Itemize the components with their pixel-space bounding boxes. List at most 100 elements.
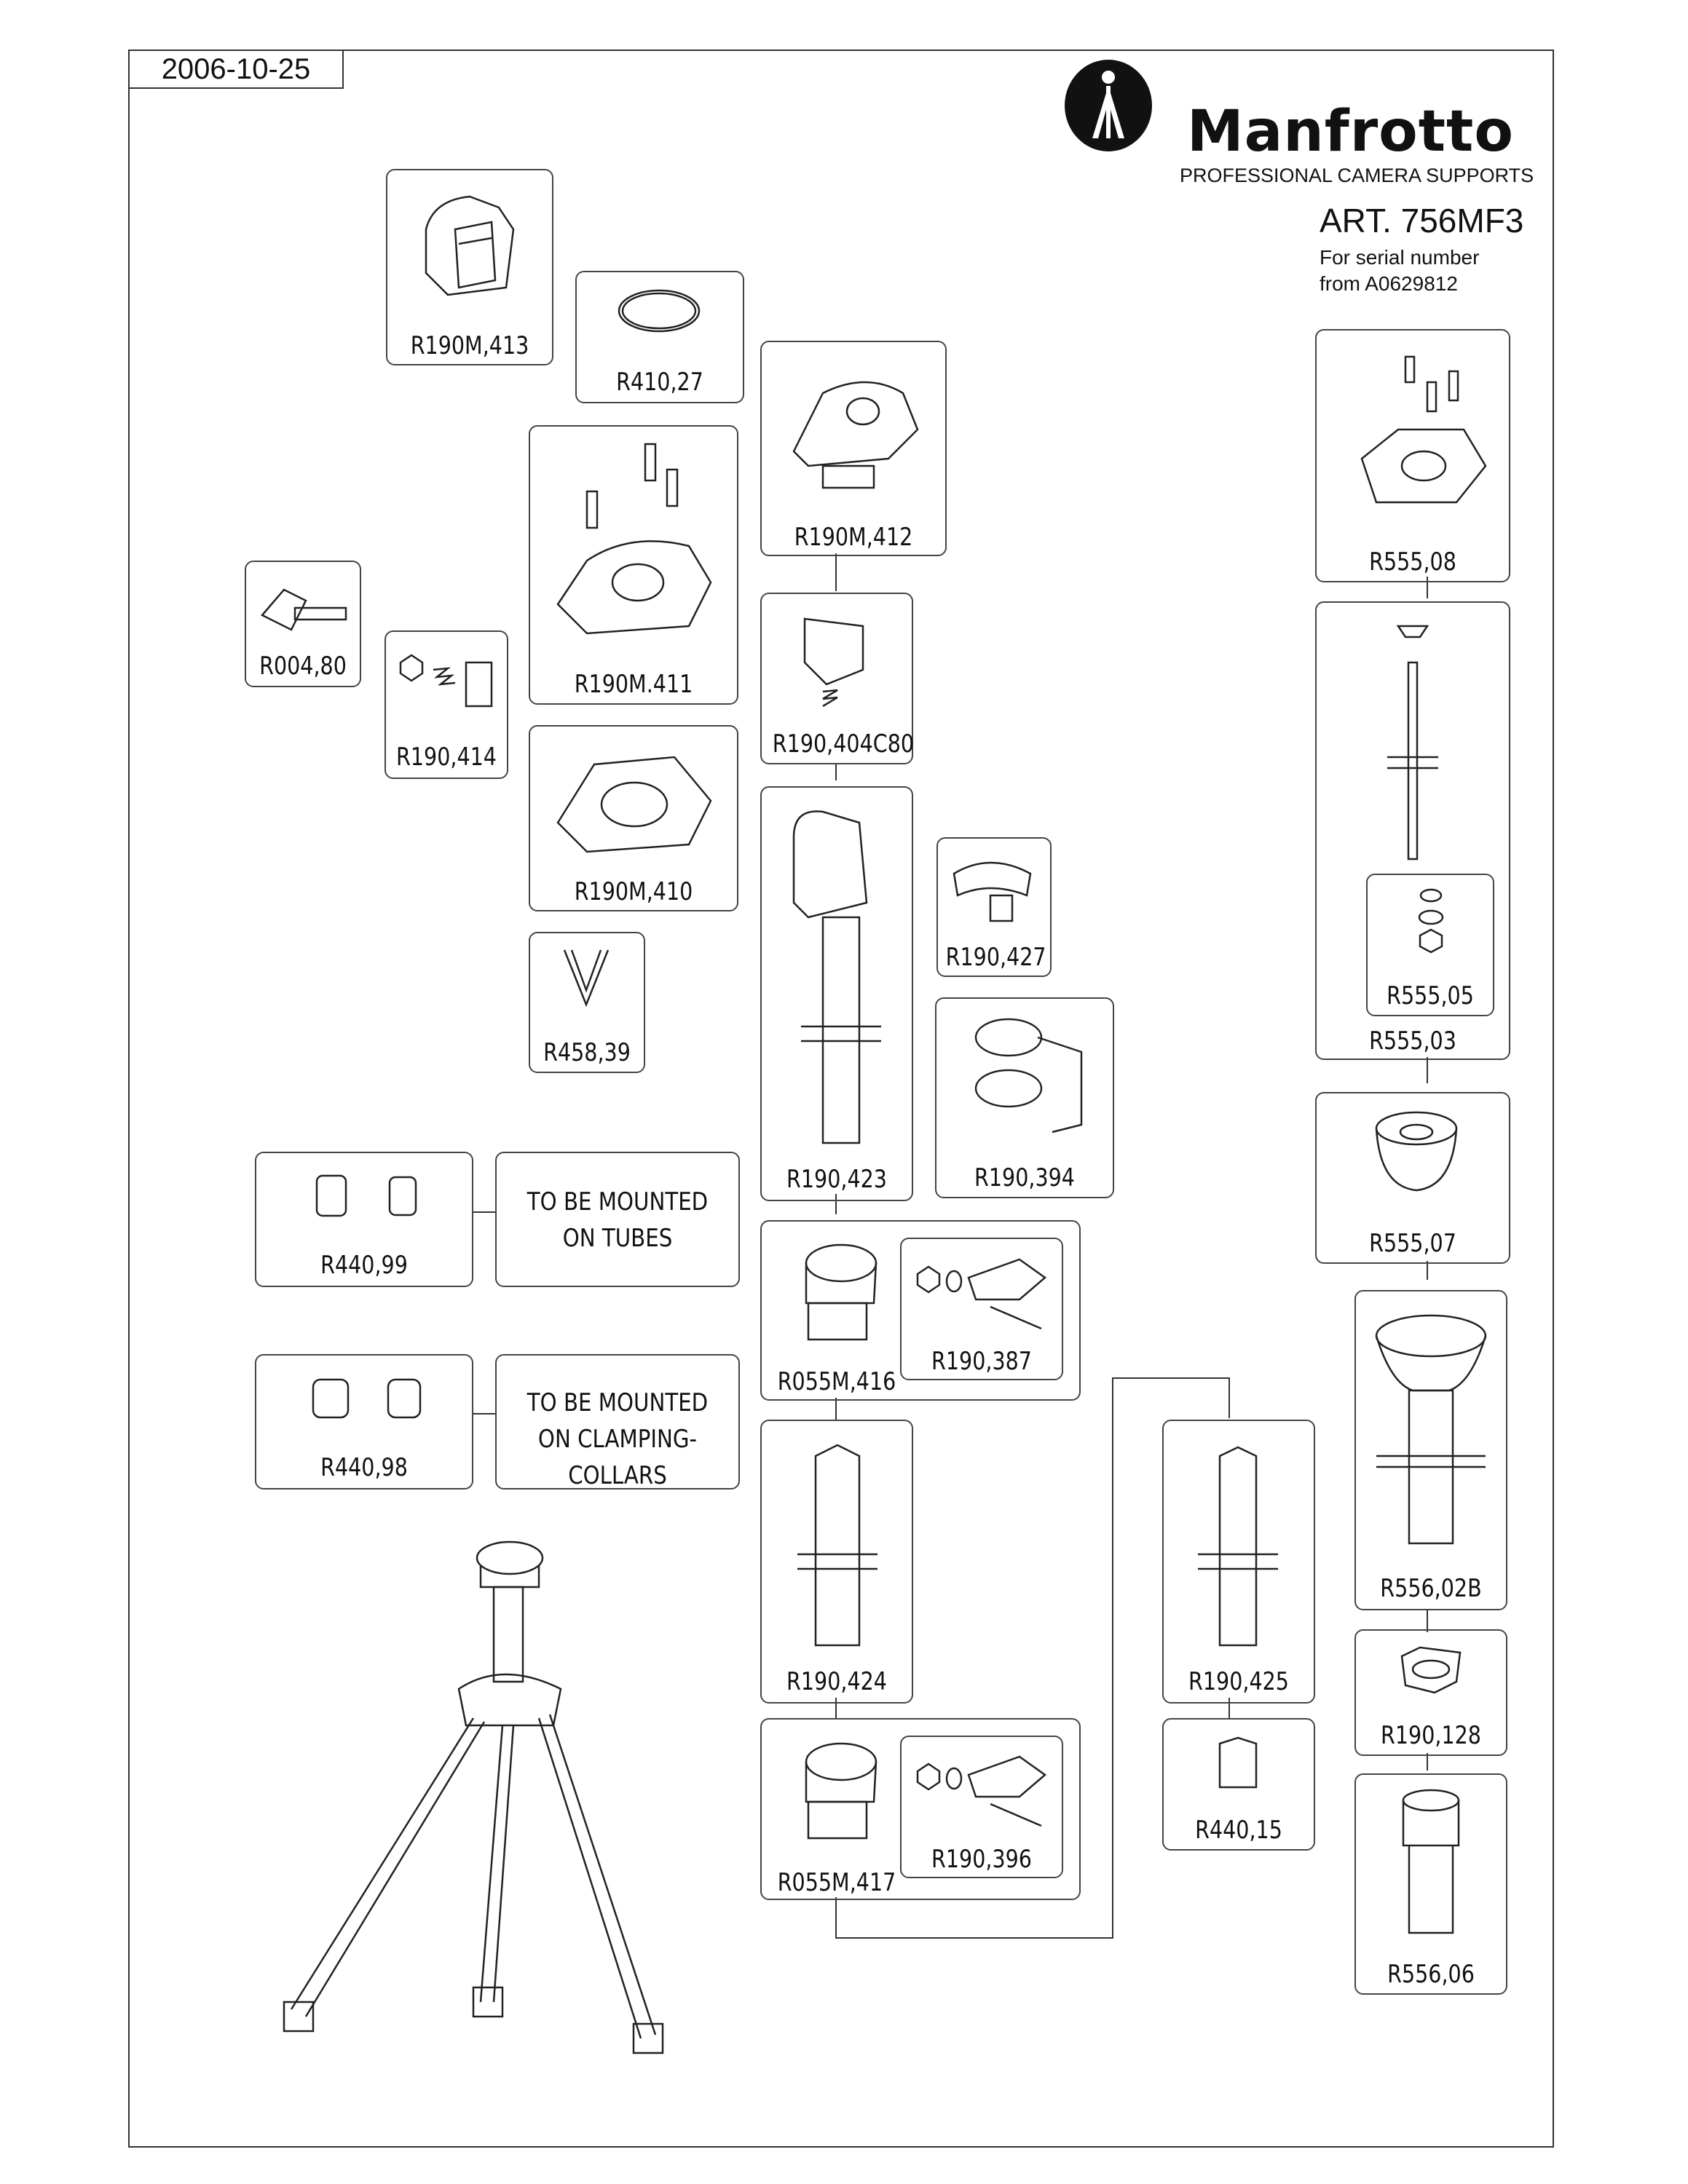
part-box-r190-424 bbox=[760, 1420, 913, 1704]
o-ring-icon bbox=[618, 289, 701, 333]
housing-part-icon bbox=[425, 195, 515, 296]
part-label-r190m412: R190M,412 bbox=[794, 523, 913, 552]
note-collars-line1: TO BE MOUNTED bbox=[526, 1388, 709, 1417]
part-label-r458-39: R458,39 bbox=[543, 1038, 631, 1067]
part-label-r555-03: R555,03 bbox=[1369, 1026, 1456, 1056]
clamp-bracket-icon bbox=[974, 1018, 1083, 1133]
part-label-r190-414: R190,414 bbox=[396, 743, 497, 772]
part-label-r190-404c80: R190,404C80 bbox=[772, 729, 915, 759]
part-label-r440-15: R440,15 bbox=[1195, 1816, 1282, 1845]
part-label-r190-425: R190,425 bbox=[1188, 1667, 1289, 1696]
pan-spindle-icon bbox=[1387, 625, 1438, 860]
part-label-r190-424: R190,424 bbox=[786, 1667, 887, 1696]
brand-tagline: PROFESSIONAL CAMERA SUPPORTS bbox=[1180, 165, 1534, 186]
part-label-r055m416: R055M,416 bbox=[777, 1367, 896, 1396]
part-box-r190-414 bbox=[384, 630, 508, 779]
part-label-r190-387: R190,387 bbox=[931, 1347, 1032, 1376]
drawing-frame bbox=[128, 50, 1554, 2148]
part-box-r190-423 bbox=[760, 786, 913, 1201]
part-box-r190-425 bbox=[1162, 1420, 1315, 1704]
part-label-r555-08: R555,08 bbox=[1369, 547, 1456, 577]
part-label-r190-427: R190,427 bbox=[945, 943, 1046, 972]
short-column-icon bbox=[1402, 1789, 1460, 1934]
part-box-r190-394 bbox=[935, 997, 1114, 1198]
serial-line-2: from A0629812 bbox=[1320, 272, 1458, 295]
part-box-r555-05 bbox=[1366, 874, 1494, 1016]
part-box-r440-99 bbox=[255, 1152, 473, 1287]
part-box-r055m417 bbox=[760, 1718, 1081, 1900]
part-label-r190-128: R190,128 bbox=[1381, 1721, 1481, 1750]
ring-nut-icon bbox=[1400, 1646, 1462, 1694]
part-box-r440-15 bbox=[1162, 1718, 1315, 1851]
foot-bushing-icon bbox=[1218, 1736, 1258, 1789]
clamp-lever-icon bbox=[916, 1258, 1047, 1330]
part-box-r555-03 bbox=[1315, 601, 1510, 1060]
part-label-r556-02b: R556,02B bbox=[1380, 1574, 1482, 1603]
part-label-r556-06: R556,06 bbox=[1387, 1960, 1475, 1989]
washers-nut-icon bbox=[1418, 888, 1444, 954]
part-label-r055m417: R055M,417 bbox=[777, 1868, 896, 1897]
part-box-r190-387 bbox=[900, 1238, 1063, 1380]
clamp-lever-lower-icon bbox=[916, 1755, 1047, 1827]
leg-clamp-icon bbox=[805, 1243, 877, 1341]
base-dome-icon bbox=[1375, 1111, 1458, 1192]
part-label-r555-07: R555,07 bbox=[1369, 1229, 1456, 1258]
drawing-date: 2006-10-25 bbox=[128, 50, 344, 89]
part-box-r190m412 bbox=[760, 341, 947, 556]
part-box-r555-08 bbox=[1315, 329, 1510, 582]
lock-spring-icon bbox=[399, 654, 493, 708]
part-box-r556-02b bbox=[1354, 1290, 1507, 1610]
part-label-r190m410: R190M,410 bbox=[574, 877, 693, 906]
part-box-r190-427 bbox=[936, 837, 1052, 977]
part-label-r190-396: R190,396 bbox=[931, 1845, 1032, 1874]
note-box-collars bbox=[495, 1354, 740, 1489]
knob-icon bbox=[261, 588, 347, 631]
upper-leg-tube-icon bbox=[797, 1444, 877, 1647]
part-box-r556-06 bbox=[1354, 1773, 1507, 1995]
serial-line-1: For serial number bbox=[1320, 246, 1480, 269]
part-box-r190m413 bbox=[386, 169, 553, 365]
part-box-r190-128 bbox=[1354, 1629, 1507, 1756]
part-box-r190m410 bbox=[529, 725, 738, 911]
part-label-r440-99: R440,99 bbox=[320, 1251, 408, 1280]
brand-name: Manfrotto bbox=[1187, 99, 1514, 165]
part-label-r190-423: R190,423 bbox=[786, 1165, 887, 1194]
part-box-r410-27 bbox=[575, 271, 744, 403]
collar-icon bbox=[953, 861, 1032, 922]
collar-bushings-icon bbox=[312, 1378, 422, 1419]
note-collars-line2: ON CLAMPING-COLLARS bbox=[537, 1425, 698, 1490]
part-box-r440-98 bbox=[255, 1354, 473, 1489]
bushings-icon bbox=[315, 1174, 417, 1217]
article-code: ART. 756MF3 bbox=[1320, 202, 1524, 240]
part-label-r190m411: R190M.411 bbox=[574, 670, 693, 699]
part-box-r004-80 bbox=[245, 561, 361, 687]
head-plate-icon bbox=[1360, 355, 1487, 504]
part-box-r190-404c80 bbox=[760, 593, 913, 764]
part-box-r190-396 bbox=[900, 1736, 1063, 1878]
note-tubes-line1: TO BE MOUNTED bbox=[526, 1187, 709, 1216]
part-label-r440-98: R440,98 bbox=[320, 1453, 408, 1482]
note-box-tubes bbox=[495, 1152, 740, 1287]
part-label-r555-05: R555,05 bbox=[1387, 981, 1474, 1010]
latch-spring-icon bbox=[803, 617, 864, 708]
brand-block: Manfrotto PROFESSIONAL CAMERA SUPPORTS bbox=[1063, 58, 1537, 189]
part-box-r190m411 bbox=[529, 425, 738, 705]
leg-plate-screws-icon bbox=[556, 443, 712, 635]
tripod-assembly-illustration-icon bbox=[283, 1540, 664, 2054]
part-label-r004-80: R004,80 bbox=[259, 652, 347, 681]
part-label-r410-27: R410,27 bbox=[616, 368, 703, 397]
clip-icon bbox=[563, 949, 610, 1008]
bowl-column-icon bbox=[1375, 1314, 1487, 1545]
manfrotto-logo-icon bbox=[1065, 60, 1152, 151]
note-tubes-line2: ON TUBES bbox=[562, 1224, 673, 1253]
part-box-r458-39 bbox=[529, 932, 645, 1073]
top-casting-icon bbox=[792, 381, 919, 489]
part-box-r055m416 bbox=[760, 1220, 1081, 1401]
part-box-r555-07 bbox=[1315, 1092, 1510, 1264]
part-label-r190-394: R190,394 bbox=[974, 1163, 1075, 1192]
center-column-tube-icon bbox=[792, 810, 881, 1144]
leg-clamp-lower-icon bbox=[805, 1742, 877, 1840]
lower-leg-tube-icon bbox=[1198, 1446, 1278, 1647]
part-label-r190m413: R190M,413 bbox=[410, 331, 529, 360]
spider-casting-icon bbox=[556, 756, 712, 853]
